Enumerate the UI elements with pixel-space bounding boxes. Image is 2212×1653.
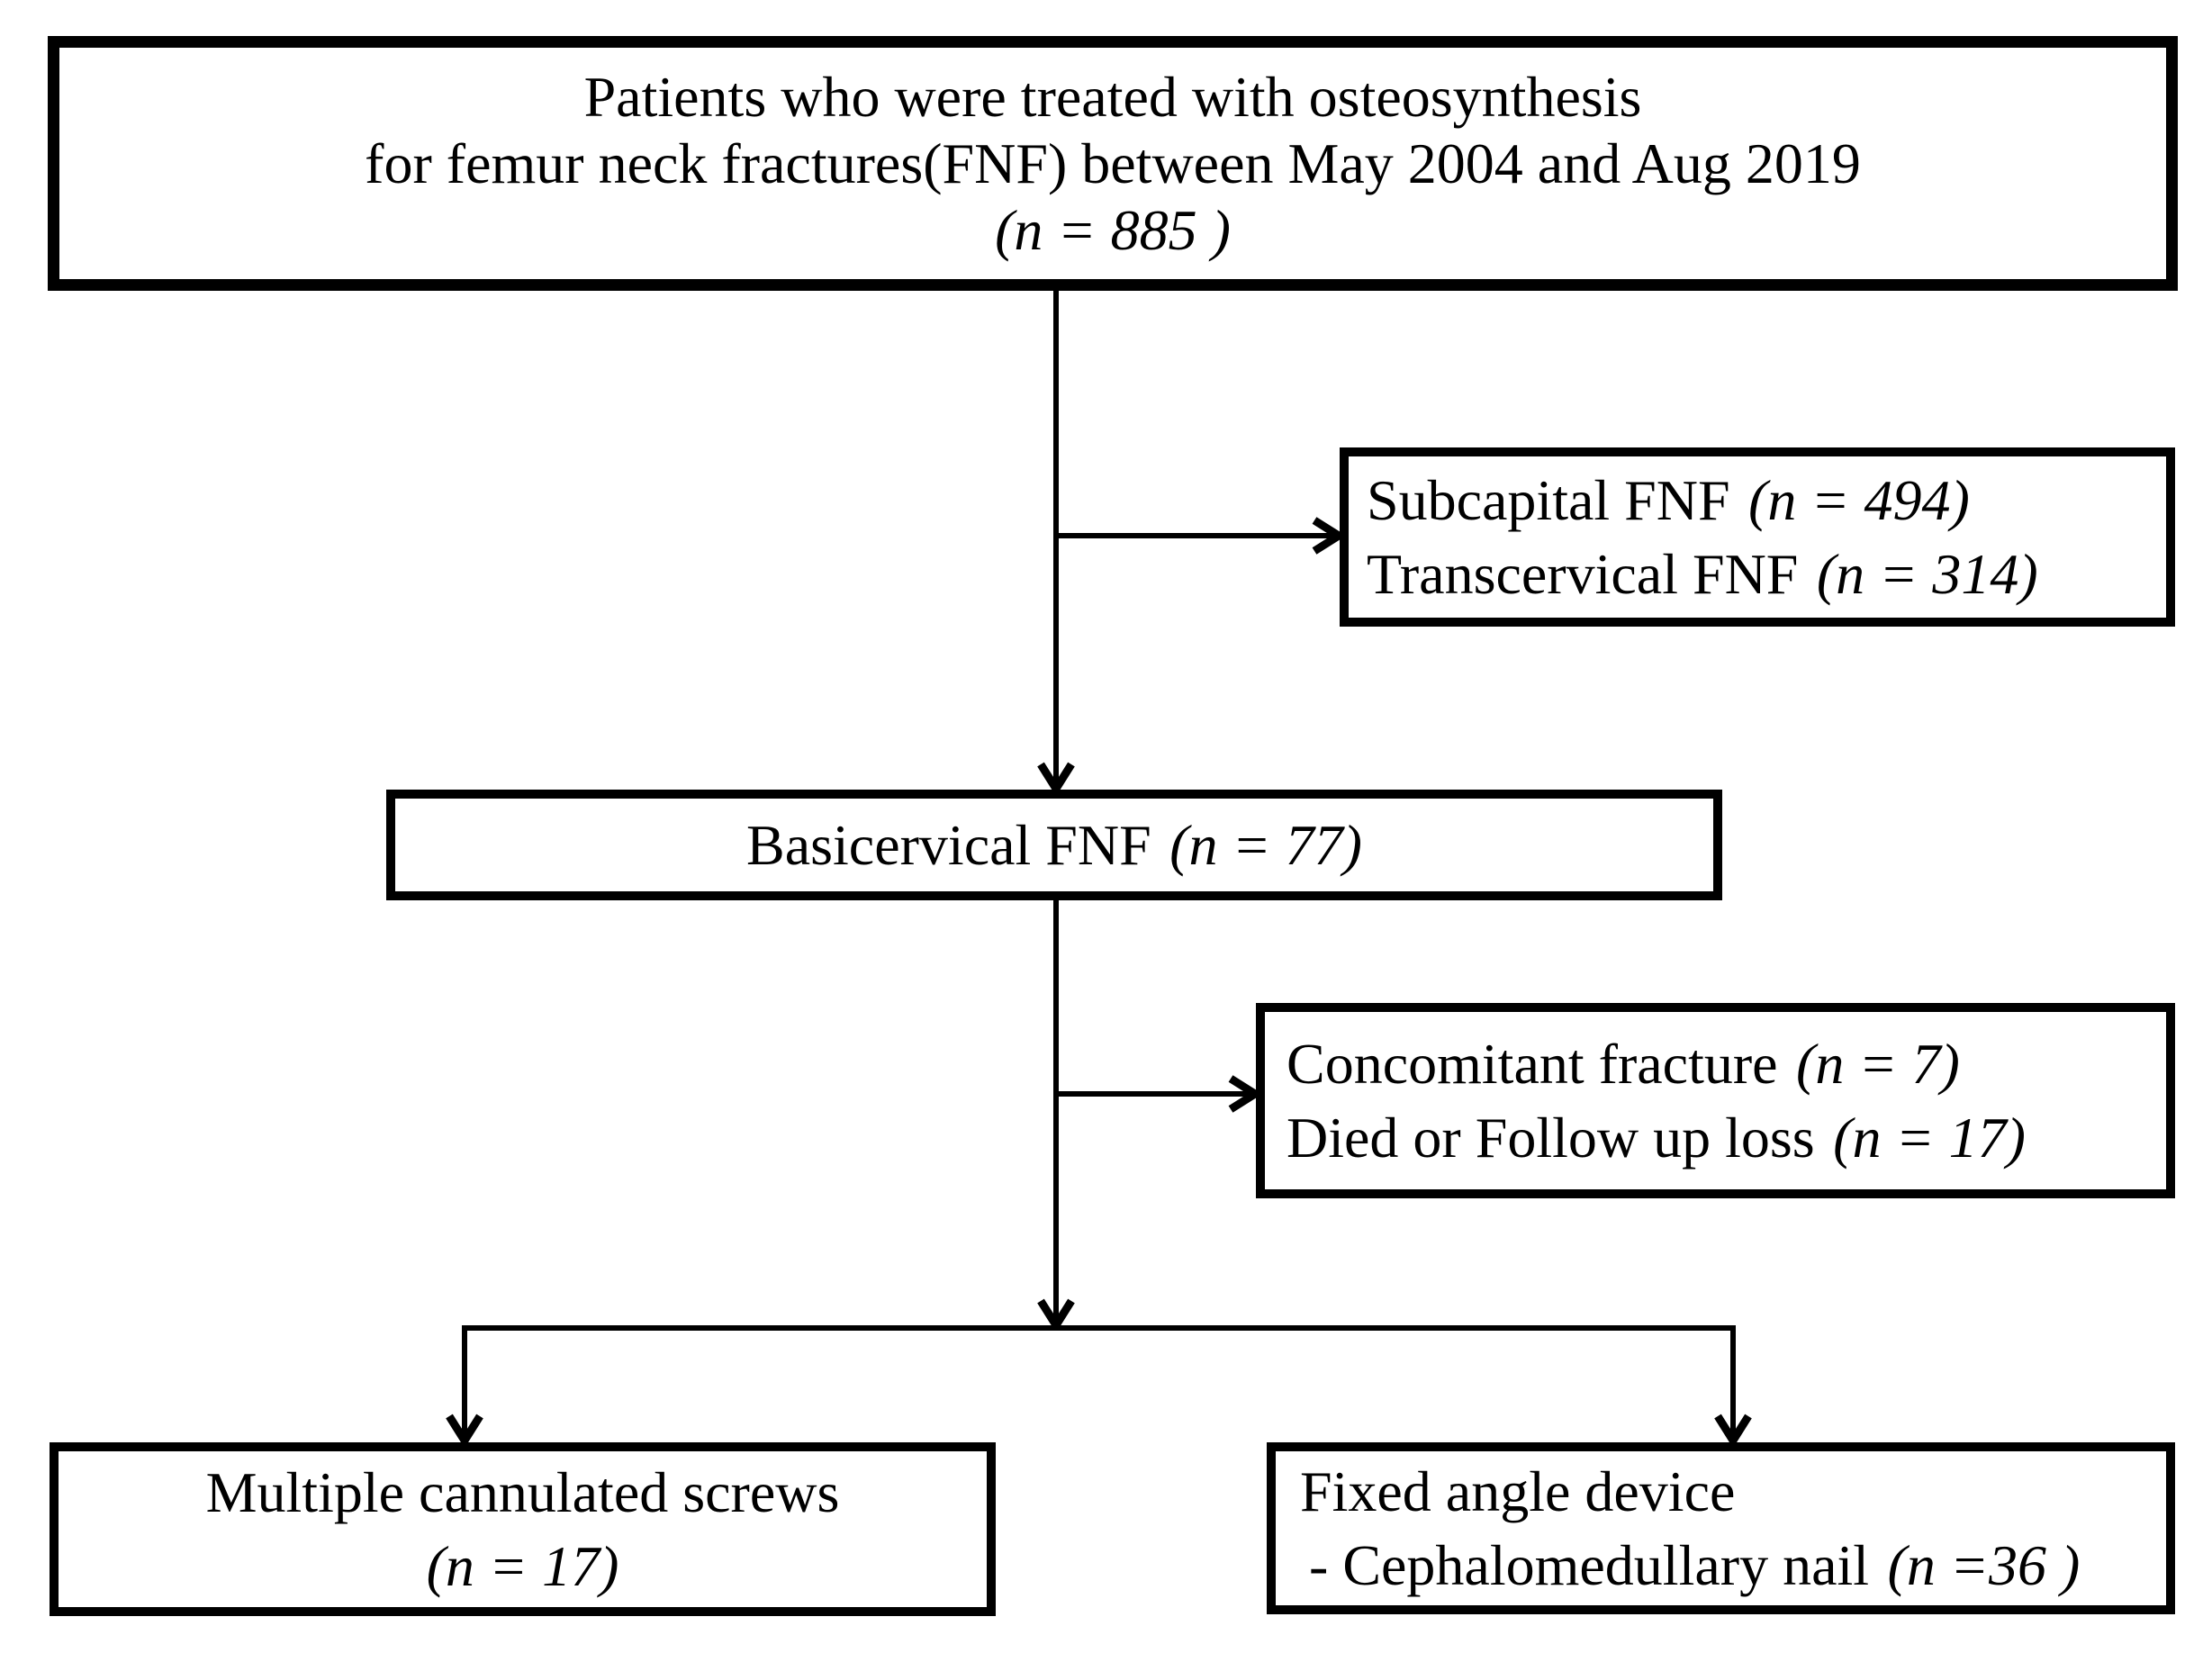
- screws-line-1: Multiple cannulated screws: [205, 1459, 840, 1524]
- connector-split-to-screws: [462, 1325, 467, 1440]
- excluded-followup-line-2: Died or Follow up loss (n = 17): [1287, 1101, 2166, 1175]
- box-multiple-cannulated-screws: Multiple cannulated screws (n = 17): [50, 1442, 996, 1616]
- excluded-fnf-line-2-label: Transcervical FNF: [1367, 541, 1799, 606]
- basicervical-line: Basicervical FNF (n = 77): [395, 808, 1713, 882]
- excluded-fnf-line-2-count: (n = 314): [1816, 541, 2038, 606]
- box-excluded-fnf-types: Subcapital FNF (n = 494) Transcervical FN…: [1340, 447, 2175, 627]
- screws-count: (n = 17): [426, 1533, 619, 1598]
- box-excluded-followup: Concomitant fracture (n = 7) Died or Foll…: [1256, 1003, 2175, 1198]
- excluded-fnf-line-1-count: (n = 494): [1748, 467, 1970, 532]
- connector-split-to-fixed-angle: [1730, 1325, 1736, 1440]
- fixed-angle-line-2-label: - Cephalomedullary nail: [1309, 1532, 1870, 1597]
- box-patients-source: Patients who were treated with osteosynt…: [48, 36, 2178, 291]
- excluded-fnf-line-1-label: Subcapital FNF: [1367, 467, 1730, 532]
- patients-source-count: (n = 885 ): [995, 197, 1231, 262]
- connector-branch-excluded-fnf: [1056, 533, 1335, 538]
- excluded-followup-line-1-count: (n = 7): [1796, 1031, 1960, 1096]
- excluded-fnf-line-1: Subcapital FNF (n = 494): [1367, 464, 2166, 537]
- arrowhead-down-icon: [1036, 761, 1076, 793]
- connector-branch-excluded-followup: [1056, 1091, 1253, 1097]
- connector-basicervical-to-split: [1053, 894, 1059, 1326]
- basicervical-count: (n = 77): [1169, 812, 1362, 877]
- box-basicervical: Basicervical FNF (n = 77): [386, 790, 1722, 900]
- excluded-fnf-line-2: Transcervical FNF (n = 314): [1367, 537, 2166, 611]
- arrowhead-right-icon: [1227, 1074, 1259, 1114]
- excluded-followup-line-1: Concomitant fracture (n = 7): [1287, 1027, 2166, 1101]
- arrowhead-down-icon: [445, 1413, 484, 1445]
- excluded-followup-line-2-label: Died or Follow up loss: [1287, 1105, 1815, 1170]
- connector-split-bar: [462, 1325, 1736, 1331]
- basicervical-label: Basicervical FNF: [746, 812, 1151, 877]
- box-fixed-angle-device: Fixed angle device - Cephalomedullary na…: [1267, 1442, 2175, 1614]
- patients-source-line-2: for femur neck fractures(FNF) between Ma…: [365, 131, 1861, 195]
- arrowhead-right-icon: [1311, 516, 1343, 556]
- patients-source-line-1: Patients who were treated with osteosynt…: [583, 64, 1642, 129]
- excluded-followup-line-2-count: (n = 17): [1833, 1105, 2026, 1170]
- fixed-angle-line-2: - Cephalomedullary nail (n =36 ): [1300, 1529, 2166, 1603]
- fixed-angle-line-2-count: (n =36 ): [1887, 1532, 2081, 1597]
- fixed-angle-line-1: Fixed angle device: [1300, 1459, 1736, 1523]
- arrowhead-down-icon: [1713, 1413, 1753, 1445]
- connector-source-to-basicervical: [1053, 290, 1059, 787]
- excluded-followup-line-1-label: Concomitant fracture: [1287, 1031, 1778, 1096]
